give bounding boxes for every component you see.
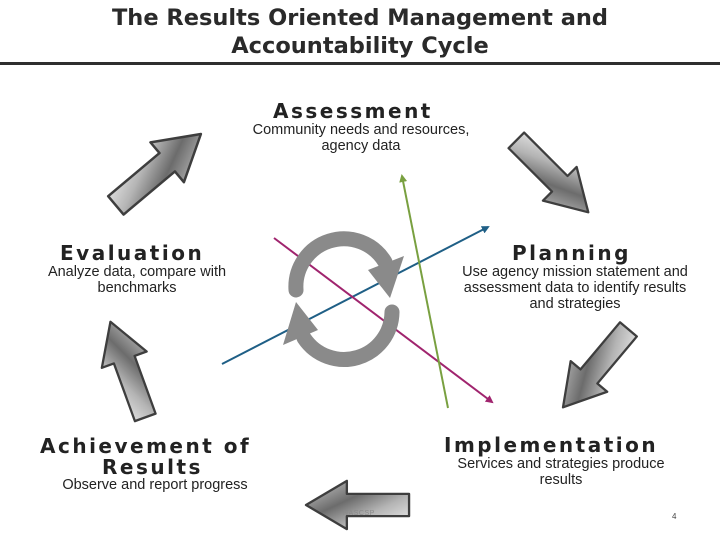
stage-planning-description: Use agency mission statement and assessm…	[432, 264, 718, 312]
stage-implementation-description: Services and strategies produce results	[424, 456, 698, 488]
green-connector-line	[399, 174, 449, 409]
stage-assessment-desc-line-1: Community needs and resources,	[252, 122, 470, 138]
stage-assessment-description: Community needs and resources, agency da…	[222, 122, 500, 154]
stage-implementation-desc-line-2: results	[539, 472, 583, 488]
arrow-assessment-to-planning-icon	[498, 122, 607, 231]
magenta-connector-line	[273, 237, 494, 404]
stage-implementation-title: Implementation	[444, 433, 659, 457]
stage-evaluation-desc-line-2: benchmarks	[97, 280, 177, 296]
blue-connector-line	[221, 226, 490, 365]
stage-achievement-description: Observe and report progress	[30, 477, 280, 493]
slide-title-line-1: The Results Oriented Management and	[111, 5, 609, 31]
slide-title: The Results Oriented Management and Acco…	[0, 4, 720, 60]
stage-assessment-desc-line-2: agency data	[321, 138, 401, 154]
arrow-planning-to-implementation-icon	[543, 312, 648, 424]
refresh-cycle-icon	[283, 231, 404, 367]
nascsp-logo: NASCSP	[343, 510, 375, 517]
arrow-achievement-to-evaluation-icon	[86, 312, 169, 427]
stage-implementation-desc-line-1: Services and strategies produce	[457, 456, 665, 472]
stage-planning-desc-line-2: assessment data to identify results	[463, 280, 687, 296]
stage-evaluation-title: Evaluation	[60, 241, 205, 265]
stage-planning-desc-line-1: Use agency mission statement and	[462, 264, 688, 280]
stage-planning-desc-line-3: and strategies	[529, 296, 621, 312]
arrow-evaluation-to-assessment-icon	[97, 112, 219, 227]
stage-evaluation-desc-line-1: Analyze data, compare with	[47, 264, 227, 280]
stage-planning-title: Planning	[512, 241, 631, 265]
stage-assessment-title: Assessment	[273, 99, 433, 123]
slide-title-line-2: Accountability Cycle	[231, 33, 489, 59]
stage-achievement-title-line-2: Results	[102, 455, 203, 479]
arrow-implementation-to-achievement-icon	[304, 479, 411, 531]
stage-achievement-desc-line-1: Observe and report progress	[62, 477, 248, 493]
page-number: 4	[672, 512, 677, 521]
stage-evaluation-description: Analyze data, compare with benchmarks	[26, 264, 248, 296]
title-divider	[0, 62, 720, 65]
stage-achievement-title-line-1: Achievement of	[40, 434, 252, 458]
